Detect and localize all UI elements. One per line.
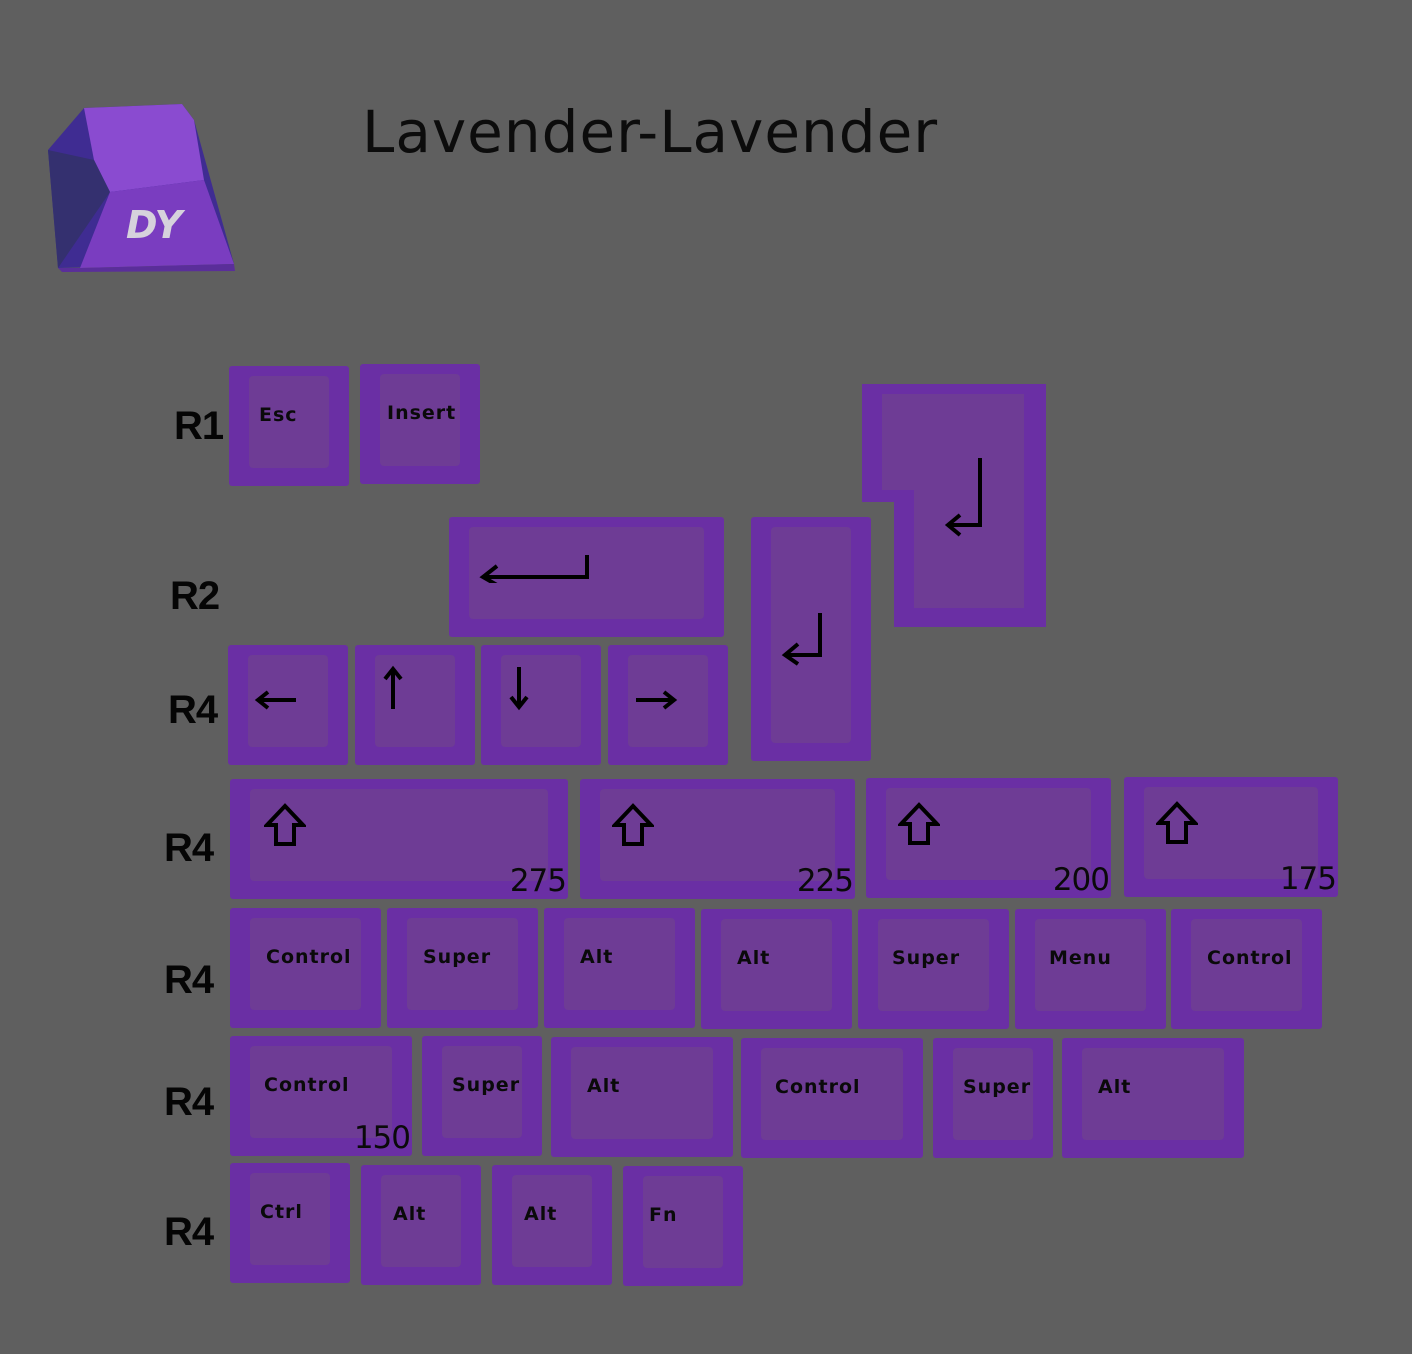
row-label-r2: R2 [170,574,220,618]
row-label-r4-mods-b: R4 [164,1080,214,1124]
keycap-super[interactable]: Super [933,1038,1053,1158]
keycap-up-arrow[interactable] [355,645,475,765]
keycap-alt[interactable]: Alt [701,909,852,1029]
keycap-menu[interactable]: Menu [1015,909,1166,1029]
keycap-legend: Alt [737,947,771,969]
keycap-fn[interactable]: Fn [623,1166,743,1286]
keycap-legend: Control [266,946,352,968]
keycap-control[interactable]: Control [230,908,381,1028]
keycap-legend: Alt [1098,1076,1132,1098]
keycap-legend: Alt [393,1203,427,1225]
keycap-legend: Alt [524,1203,558,1225]
keycap-super[interactable]: Super [422,1036,542,1156]
keycap-alt[interactable]: Alt [551,1037,733,1157]
up-arrow-icon [383,665,403,709]
keycap-control[interactable]: Control [741,1038,923,1158]
row-label-r4-mods-c: R4 [164,1210,214,1254]
keycap-shift-225[interactable]: 225 [580,779,855,899]
keycap-enter-wide[interactable] [449,517,724,637]
keycap-left-arrow[interactable] [228,645,348,765]
shift-icon [612,803,654,846]
shift-icon [1156,801,1198,844]
keycap-legend: Insert [387,402,457,424]
keycap-legend: Control [264,1074,350,1096]
keycap-legend: Fn [649,1204,678,1226]
keycap-insert[interactable]: Insert [360,364,480,484]
keycap-esc[interactable]: Esc [229,366,349,486]
right-arrow-icon [636,690,678,710]
row-label-r4-mods-a: R4 [164,958,214,1002]
keycap-size-label: 275 [509,863,567,899]
shift-icon [898,802,940,845]
enter-arrow-icon [781,613,822,666]
keycap-shift-200[interactable]: 200 [866,778,1111,898]
keycap-legend: Control [1207,947,1293,969]
keycap-alt[interactable]: Alt [361,1165,481,1285]
keycap-size-label: 200 [1052,862,1110,898]
keycap-alt[interactable]: Alt [1062,1038,1244,1158]
keycap-legend: Esc [259,404,298,426]
keycap-size-label: 225 [796,863,854,899]
keycap-alt[interactable]: Alt [544,908,695,1028]
row-label-r4-shifts: R4 [164,826,214,870]
keycap-control-150[interactable]: Control 150 [230,1036,412,1156]
keycap-legend: Super [423,946,492,968]
keycap-legend: Alt [587,1075,621,1097]
keycap-right-arrow[interactable] [608,645,728,765]
keycap-super[interactable]: Super [858,909,1009,1029]
keycap-super[interactable]: Super [387,908,538,1028]
left-arrow-icon [254,690,296,710]
keycap-logo-icon: DY [48,104,235,272]
keycap-legend: Super [452,1074,521,1096]
logo-text: DY [126,203,186,247]
keycap-shift-175[interactable]: 175 [1124,777,1338,897]
enter-arrow-icon [944,458,982,537]
keycap-control[interactable]: Control [1171,909,1322,1029]
keycap-legend: Control [775,1076,861,1098]
keycap-legend: Menu [1049,947,1112,969]
row-label-r4-arrows: R4 [168,688,218,732]
keycap-legend: Super [963,1076,1032,1098]
keycap-size-label: 175 [1279,861,1337,897]
keycap-shift-275[interactable]: 275 [230,779,568,899]
row-label-r1: R1 [174,404,224,448]
keycap-legend: Super [892,947,961,969]
page-title: Lavender-Lavender [362,98,939,166]
enter-arrow-icon [479,555,589,583]
keycap-ctrl[interactable]: Ctrl [230,1163,350,1283]
shift-icon [264,803,306,846]
keycap-enter-tall[interactable] [751,517,871,761]
down-arrow-icon [509,667,529,711]
keycap-down-arrow[interactable] [481,645,601,765]
keycap-size-label: 150 [353,1120,411,1156]
keycap-iso-enter[interactable] [862,384,1046,627]
keycap-legend: Ctrl [260,1201,303,1223]
keycap-alt[interactable]: Alt [492,1165,612,1285]
keycap-legend: Alt [580,946,614,968]
